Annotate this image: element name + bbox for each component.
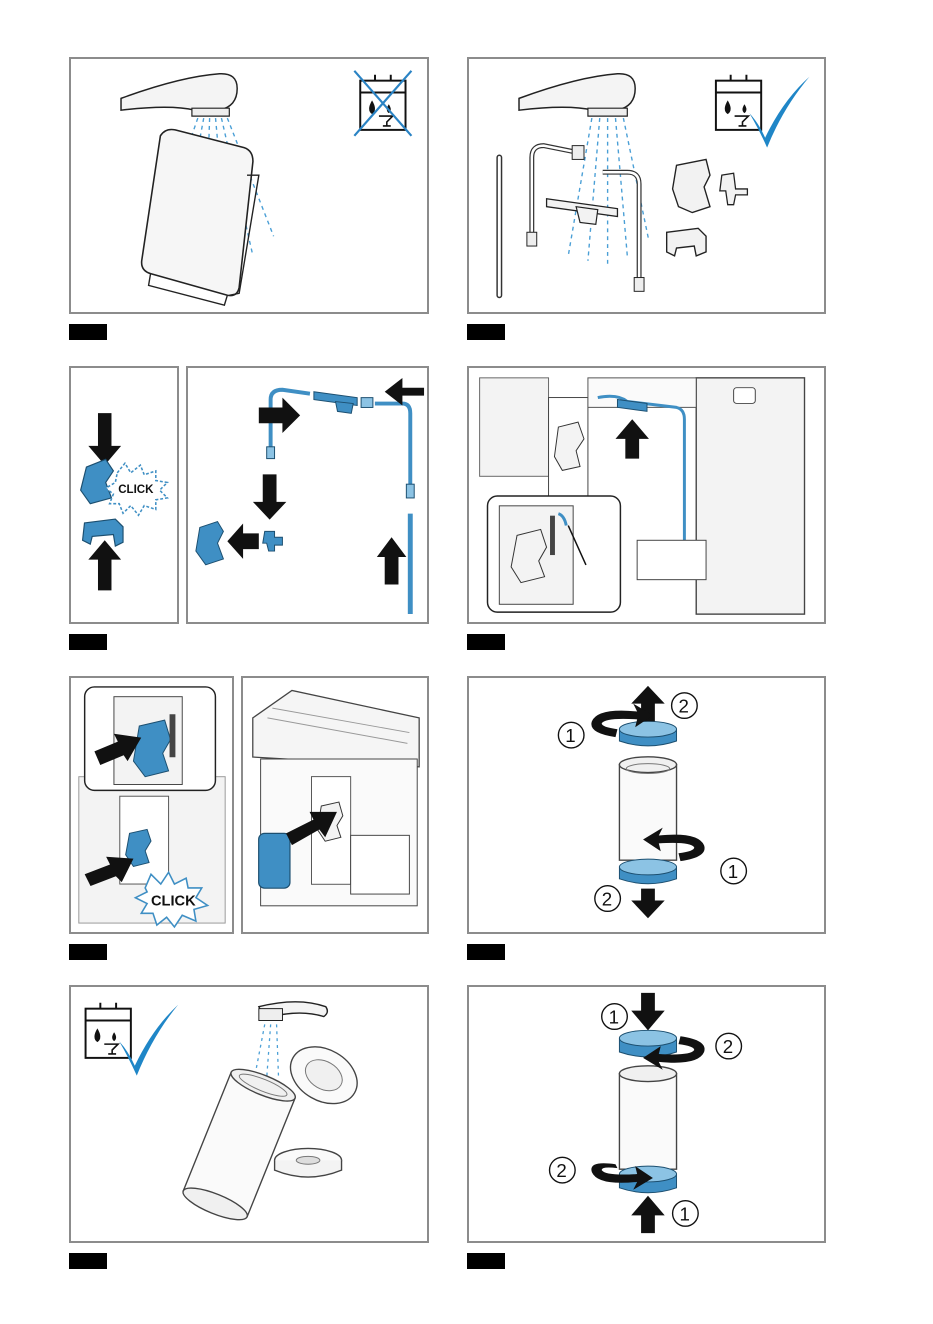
svg-text:1: 1 <box>609 1006 619 1027</box>
dishwasher-check-icon <box>716 75 810 148</box>
panel-insert-filter <box>241 676 429 934</box>
arrow-up-icon <box>615 419 648 458</box>
illustration-insert-valve: CLICK <box>71 678 232 932</box>
illustration-dishwasher-parts <box>469 59 824 312</box>
illustration-hose-assembly <box>188 368 427 622</box>
panel-install-hoses <box>467 366 826 624</box>
panel-dishwasher-parts <box>467 57 826 314</box>
arrow-up-icon <box>88 540 121 590</box>
step-marker <box>69 1253 107 1269</box>
panel-remove-caps: 1 2 1 2 <box>467 676 826 934</box>
illustration-remove-caps: 1 2 1 2 <box>469 678 824 932</box>
arrow-down-icon <box>88 413 121 465</box>
illustration-insert-filter <box>243 678 427 932</box>
step-marker <box>467 634 505 650</box>
svg-text:1: 1 <box>565 725 575 746</box>
step-marker <box>467 1253 505 1269</box>
step-one-marker: 1 <box>721 858 747 884</box>
step-marker <box>69 944 107 960</box>
step-two-marker: 2 <box>672 693 698 719</box>
step-two-marker: 2 <box>595 886 621 912</box>
svg-text:2: 2 <box>602 888 612 909</box>
step-marker <box>69 634 107 650</box>
svg-text:2: 2 <box>678 695 688 716</box>
svg-text:1: 1 <box>728 861 738 882</box>
panel-insert-valve: CLICK <box>69 676 234 934</box>
illustration-attach-caps: 1 2 2 1 <box>469 987 824 1241</box>
arrow-up-icon <box>377 537 407 584</box>
arrow-up-icon <box>631 1196 664 1233</box>
step-one-marker: 1 <box>673 1201 699 1227</box>
panel-rinse-cover <box>69 57 429 314</box>
arrow-left-icon <box>385 378 424 406</box>
svg-text:2: 2 <box>556 1160 566 1181</box>
arrow-down-icon <box>631 993 664 1030</box>
svg-text:2: 2 <box>723 1036 733 1057</box>
illustration-valve-click: CLICK <box>71 368 177 622</box>
arrow-down-icon <box>631 889 664 919</box>
illustration-rinse-filter <box>71 987 427 1241</box>
svg-text:1: 1 <box>679 1203 689 1224</box>
step-one-marker: 1 <box>558 722 584 748</box>
panel-valve-click: CLICK <box>69 366 179 624</box>
step-two-marker: 2 <box>716 1033 742 1059</box>
dishwasher-check-icon <box>86 1003 179 1076</box>
step-marker <box>69 324 107 340</box>
step-one-marker: 1 <box>602 1004 628 1030</box>
step-marker <box>467 944 505 960</box>
dishwasher-crossed-icon <box>354 71 411 136</box>
arrow-right-icon <box>259 398 300 433</box>
step-marker <box>467 324 505 340</box>
panel-attach-caps: 1 2 2 1 <box>467 985 826 1243</box>
click-label: CLICK <box>151 894 196 910</box>
illustration-install-hoses <box>469 368 824 622</box>
arrow-down-icon <box>253 474 286 519</box>
arrow-left-icon <box>227 524 258 559</box>
click-burst-icon: CLICK <box>106 463 168 515</box>
panel-rinse-filter <box>69 985 429 1243</box>
step-two-marker: 2 <box>550 1157 576 1183</box>
illustration-rinse-cover <box>71 59 427 312</box>
click-label: CLICK <box>118 484 154 496</box>
panel-hose-assembly <box>186 366 429 624</box>
